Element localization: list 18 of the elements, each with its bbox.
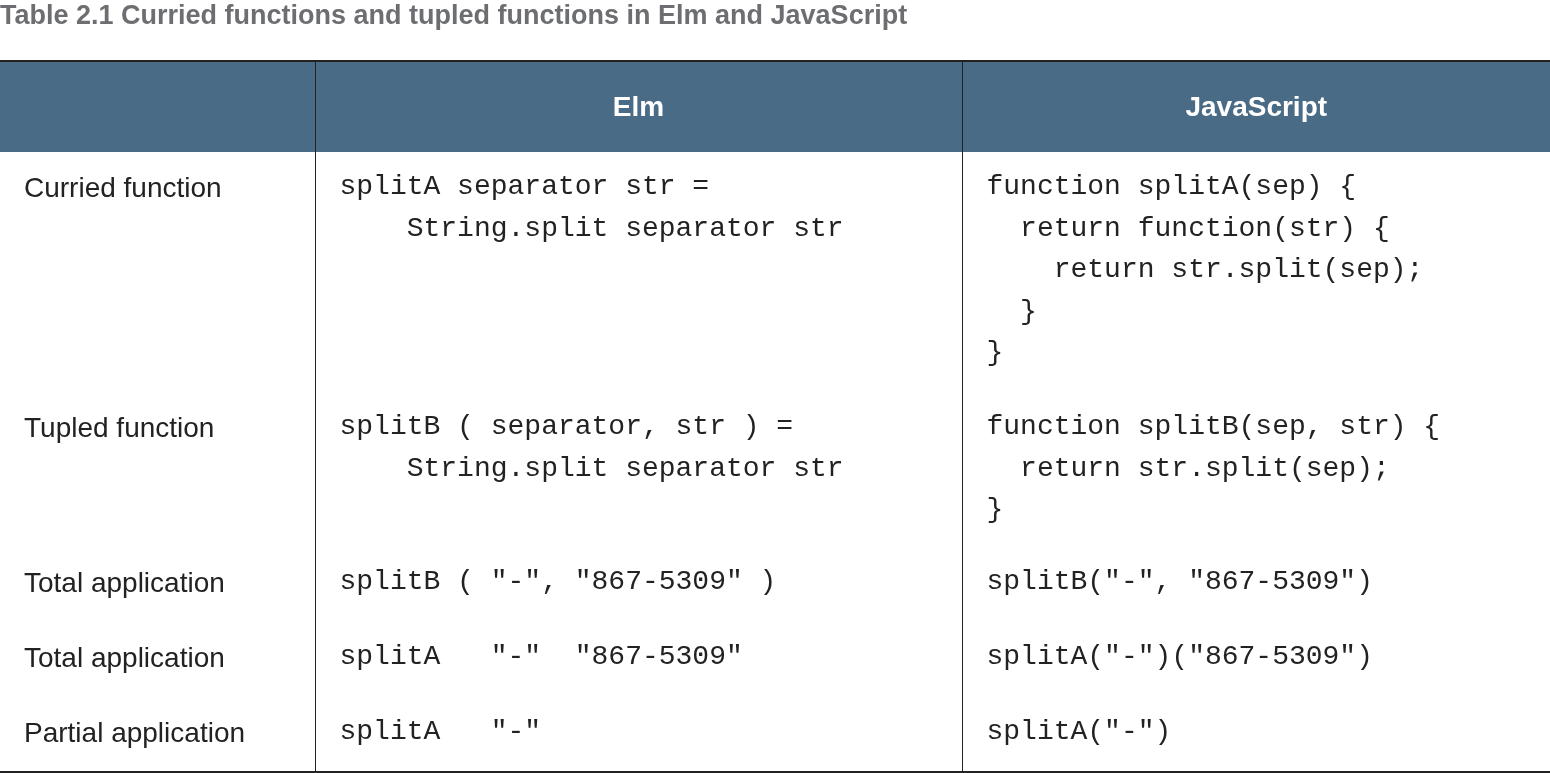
- row-label: Partial application: [24, 716, 246, 750]
- row-label: Tupled function: [24, 411, 215, 445]
- javascript-code: function splitB(sep, str) { return str.split(sep); }: [986, 410, 1441, 527]
- row-label: Curried function: [24, 171, 222, 205]
- elm-code: splitA separator str = String.split separator str: [339, 170, 844, 246]
- elm-code: splitA "-" "867-5309": [339, 640, 743, 674]
- javascript-code: splitA("-")("867-5309"): [986, 640, 1373, 674]
- javascript-code: function splitA(sep) { return function(str) { return str.split(sep); } }: [986, 170, 1424, 370]
- elm-code: splitA "-": [339, 715, 542, 749]
- row-label: Total application: [24, 641, 225, 675]
- elm-code: splitB ( separator, str ) = String.split separator str: [339, 410, 844, 486]
- table-title: Table 2.1 Curried functions and tupled functions in Elm and JavaScript: [0, 0, 908, 30]
- elm-code: splitB ( "-", "867-5309" ): [339, 565, 777, 599]
- row-label: Total application: [24, 566, 225, 600]
- column-header: Elm: [315, 61, 962, 152]
- javascript-code: splitA("-"): [986, 715, 1172, 749]
- javascript-code: splitB("-", "867-5309"): [986, 565, 1373, 599]
- column-header: JavaScript: [962, 61, 1550, 152]
